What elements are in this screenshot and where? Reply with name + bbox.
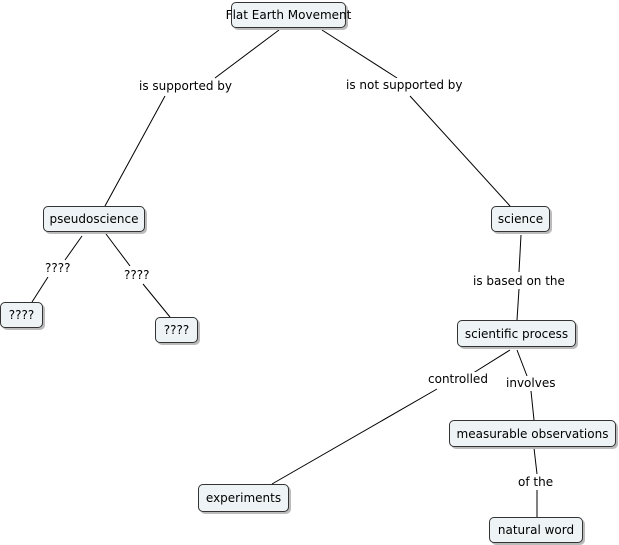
node-experiments[interactable]: experiments <box>198 484 289 512</box>
link-unknown-left: ???? <box>43 261 73 275</box>
node-unknown-left[interactable]: ???? <box>0 302 43 328</box>
connector-root-supported <box>214 29 280 79</box>
link-controlled: controlled <box>426 372 490 386</box>
connector-controlled-experiments <box>271 388 438 485</box>
link-involves: involves <box>504 376 558 390</box>
node-unknown-right[interactable]: ???? <box>155 317 198 343</box>
node-science[interactable]: science <box>491 206 550 232</box>
connector-process-involves <box>516 349 528 377</box>
node-pseudoscience[interactable]: pseudoscience <box>43 206 145 232</box>
connector-notsupported-science <box>409 95 511 207</box>
link-unknown-right: ???? <box>122 268 152 282</box>
connector-link-right-unknown <box>142 283 171 318</box>
node-scientific-process[interactable]: scientific process <box>457 320 576 347</box>
link-is-not-supported-by: is not supported by <box>344 78 465 92</box>
node-natural-word[interactable]: natural word <box>489 517 583 543</box>
connector-pseudo-link-right <box>105 233 131 267</box>
node-flat-earth-movement[interactable]: Flat Earth Movement <box>226 2 351 28</box>
connector-basedon-process <box>516 288 520 321</box>
link-is-based-on-the: is based on the <box>471 274 567 288</box>
connector-involves-observations <box>530 390 535 421</box>
connector-science-basedon <box>518 234 522 273</box>
node-measurable-observations[interactable]: measurable observations <box>449 420 616 447</box>
connector-root-notsupported <box>321 29 398 79</box>
connector-supported-pseudoscience <box>104 95 166 207</box>
connector-pseudo-link-left <box>64 235 83 261</box>
link-is-supported-by: is supported by <box>137 79 235 93</box>
connector-link-left-unknown <box>31 276 49 303</box>
link-of-the: of the <box>516 475 556 489</box>
connector-observations-ofthe <box>533 447 538 475</box>
connector-process-controlled <box>469 349 511 376</box>
